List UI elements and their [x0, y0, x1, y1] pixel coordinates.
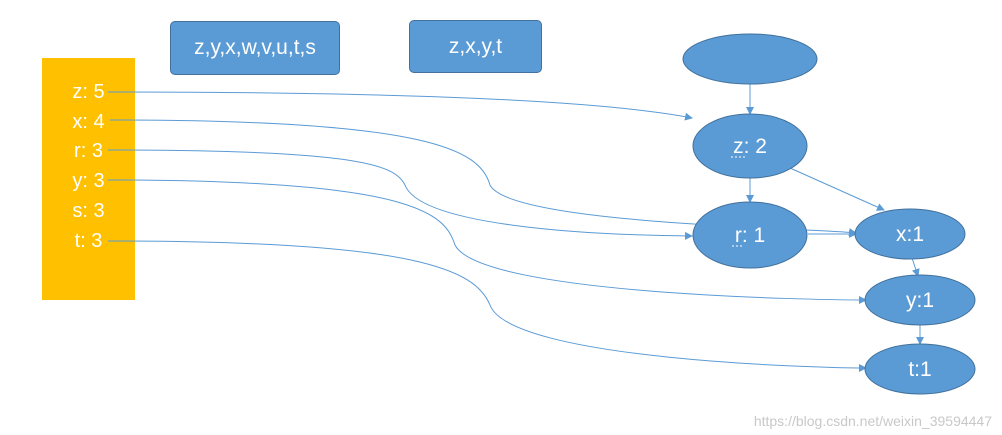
edge-x-y [911, 257, 920, 277]
link-y-header [107, 179, 867, 304]
tree-node-z: z: 2 [692, 113, 808, 179]
tree-node-x-label: x:1 [896, 223, 924, 246]
link-r-header [107, 149, 693, 240]
header-row-r: r: 3 [74, 140, 103, 162]
tree-node-root [682, 33, 818, 85]
tree-node-r: r: 1 [692, 201, 808, 269]
items-sequence-box: z,y,x,w,v,u,t,s [170, 21, 340, 75]
header-table: z: 5 x: 4 r: 3 y: 3 s: 3 t: 3 [42, 58, 135, 300]
items-sequence-text: z,y,x,w,v,u,t,s [194, 36, 316, 59]
link-z-header [107, 91, 693, 121]
watermark: https://blog.csdn.net/weixin_39594447 [753, 413, 992, 429]
header-row-y: y: 3 [72, 170, 105, 192]
filtered-sequence-text: z,x,y,t [448, 34, 503, 58]
header-row-z: z: 5 [72, 81, 105, 103]
tree-node-t-label: t:1 [908, 358, 931, 381]
header-row-t: t: 3 [74, 230, 103, 252]
tree-node-y-label: y:1 [906, 289, 934, 312]
header-row-s: s: 3 [72, 200, 105, 222]
tree-node-x: x:1 [854, 208, 966, 260]
tree-node-r-label: r: 1 [735, 224, 765, 247]
header-row-x: x: 4 [72, 111, 105, 133]
edge-z-x [789, 167, 885, 211]
tree-node-t: t:1 [864, 343, 976, 395]
filtered-sequence-box: z,x,y,t [409, 20, 542, 73]
tree-node-z-label: z: 2 [733, 135, 767, 158]
tree-node-y: y:1 [864, 274, 976, 326]
link-t-header [107, 240, 867, 372]
